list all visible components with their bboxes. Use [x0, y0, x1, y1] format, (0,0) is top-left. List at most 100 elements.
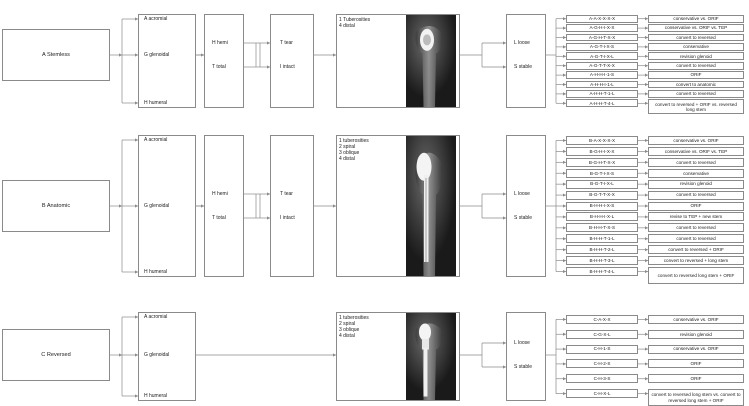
site-label: G glenoidal: [144, 352, 170, 358]
arrowhead: [333, 53, 336, 57]
arrowhead: [645, 54, 648, 58]
treatment-box: conservative vs. ORIF vs. TEP: [648, 24, 744, 33]
arrowhead: [135, 204, 138, 208]
arrowhead: [563, 149, 566, 153]
arrowhead: [563, 17, 566, 21]
arrowhead: [645, 193, 648, 197]
arrowhead: [563, 101, 566, 105]
arrowhead: [135, 53, 138, 57]
code-box: C-H-2-S: [566, 359, 638, 369]
arrowhead: [563, 347, 566, 351]
arrowhead: [563, 215, 566, 219]
fracture-type: 1 tuberosities: [339, 138, 369, 144]
arrowhead: [645, 317, 648, 322]
arrowhead: [135, 17, 138, 21]
treatment-box: conservative vs. ORIF: [648, 135, 744, 145]
stability-box: [506, 14, 546, 108]
stability-label: L loose: [514, 191, 530, 197]
arrowhead: [563, 92, 566, 96]
code-box: C-H-3-S: [566, 374, 638, 384]
arrowhead: [645, 204, 648, 208]
treatment-box: convert to reversed long stem vs. conver…: [648, 389, 744, 406]
arrowhead: [645, 391, 648, 396]
arrowhead: [645, 332, 648, 336]
stability-label: S stable: [514, 364, 533, 370]
arrowhead: [267, 41, 270, 45]
cuff-label: T tear: [280, 40, 293, 46]
arrowhead: [645, 138, 648, 143]
code-box: B-H-H-T-1-L: [566, 234, 638, 244]
arrowhead: [563, 182, 566, 186]
arrowhead: [563, 391, 566, 396]
arrowhead: [563, 54, 566, 58]
code-box: A-H-H-T-4-L: [566, 99, 638, 108]
arrowhead: [645, 17, 648, 21]
site-label: A acromial: [144, 137, 168, 143]
code-box: A-G-T-T-X-X: [566, 61, 638, 70]
treatment-box: convert to reversed: [648, 89, 744, 98]
code-box: B-G-H-T-X-X: [566, 157, 638, 167]
arrowhead: [563, 64, 566, 68]
fracture-type: 1 tuberosities: [339, 315, 369, 321]
arrowhead: [645, 362, 648, 366]
code-box: B-H-H-T-X-S: [566, 223, 638, 233]
site-box: [138, 312, 196, 401]
prosthesis-type-box: [204, 135, 244, 277]
code-box: B-G-T-I-X-L: [566, 179, 638, 189]
arrowhead: [201, 204, 204, 208]
treatment-box: revision glenoid: [648, 329, 744, 339]
code-box: B-H-H-I-X-L: [566, 212, 638, 222]
arrowhead: [135, 138, 138, 142]
code-box: B-H-H-T-3-L: [566, 256, 638, 266]
site-label: G glenoidal: [144, 203, 170, 209]
arrowhead: [119, 53, 122, 57]
code-box: A-H-H-T-1-L: [566, 89, 638, 98]
treatment-box: conservative vs. ORIF vs. TEP: [648, 146, 744, 156]
stability-label: L loose: [514, 40, 530, 46]
code-box: A-A-X-X-X-X: [566, 14, 638, 23]
fracture-type: 4 distal: [339, 23, 355, 29]
arrowhead: [645, 73, 648, 77]
xray-image: [406, 136, 456, 276]
cuff-label: I intact: [280, 215, 295, 221]
treatment-box: ORIF: [648, 374, 744, 384]
code-box: C-H-X-L: [566, 389, 638, 399]
code-box: B-G-H-I-X-X: [566, 146, 638, 156]
code-box: C-G-X-L: [566, 329, 638, 339]
treatment-box: convert to reversed + ORIF: [648, 245, 744, 255]
cuff-label: T tear: [280, 191, 293, 197]
treatment-box: convert to reversed: [648, 234, 744, 244]
arrowhead: [503, 41, 506, 45]
site-label: A acromial: [144, 16, 168, 22]
arrowhead: [645, 92, 648, 96]
arrowhead: [563, 248, 566, 252]
arrowhead: [119, 204, 122, 208]
category-box-main: C Reversed: [2, 329, 110, 381]
arrowhead: [645, 149, 648, 153]
arrowhead: [645, 347, 648, 351]
arrowhead: [563, 82, 566, 87]
arrowhead: [645, 45, 648, 49]
arrowhead: [645, 248, 648, 252]
treatment-box: convert to reversed: [648, 33, 744, 42]
arrowhead: [563, 259, 566, 263]
site-box: [138, 14, 196, 108]
treatment-box: convert to reversed: [648, 190, 744, 200]
arrowhead: [135, 315, 138, 319]
arrowhead: [333, 353, 336, 357]
arrowhead: [645, 160, 648, 164]
type-label: T total: [212, 215, 226, 221]
treatment-box: ORIF: [648, 359, 744, 369]
treatment-box: conservative vs. ORIF: [648, 344, 744, 354]
code-box: A-G-T-I-X-L: [566, 52, 638, 61]
stability-box: [506, 135, 546, 277]
arrowhead: [135, 270, 138, 274]
treatment-box: conservative: [648, 42, 744, 51]
treatment-box: convert to reversed long stem + ORIF: [648, 267, 744, 285]
arrowhead: [563, 362, 566, 366]
arrowhead: [645, 64, 648, 68]
